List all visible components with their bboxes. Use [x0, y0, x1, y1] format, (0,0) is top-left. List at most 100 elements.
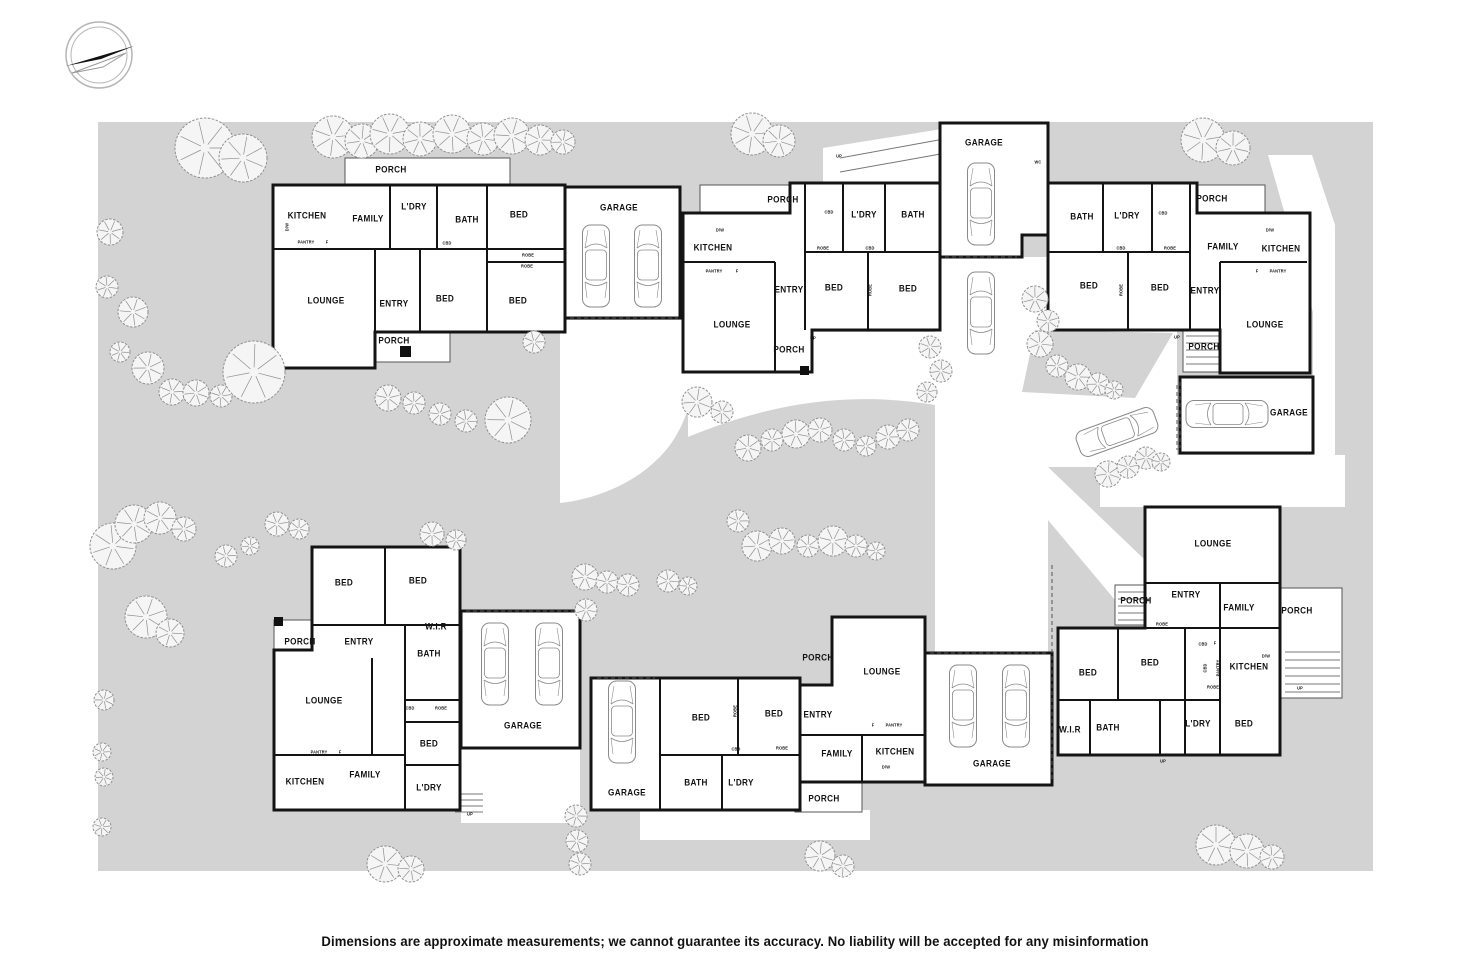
tree-icon	[918, 335, 942, 359]
tree-icon	[222, 340, 286, 404]
tree-icon	[218, 133, 268, 183]
tree-icon	[571, 563, 599, 591]
tree-icon	[182, 379, 210, 407]
tree-icon	[681, 386, 713, 418]
tree-icon	[1064, 363, 1092, 391]
tree-icon	[875, 424, 901, 450]
tree-icon	[92, 817, 112, 837]
tree-icon	[158, 378, 186, 406]
tree-icon	[844, 534, 868, 558]
disclaimer-text: Dimensions are approximate measurements;…	[321, 934, 1149, 949]
tree-icon	[710, 400, 734, 424]
tree-icon	[366, 845, 404, 883]
tree-icon	[1259, 844, 1285, 870]
tree-icon	[1104, 380, 1124, 400]
car-icon	[967, 162, 995, 246]
tree-icon	[209, 384, 233, 408]
tree-icon	[311, 115, 355, 159]
tree-icon	[568, 852, 592, 876]
tree-icon	[171, 516, 197, 542]
interior-walls	[273, 183, 1307, 810]
tree-icon	[916, 381, 938, 403]
car-icon	[634, 224, 662, 308]
tree-icon	[397, 855, 425, 883]
tree-icon	[741, 530, 773, 562]
tree-icon	[807, 417, 833, 443]
tree-icon	[109, 341, 131, 363]
north-compass-icon	[65, 21, 134, 89]
tree-icon	[574, 598, 598, 622]
tree-icon	[240, 536, 260, 556]
tree-icon	[1151, 452, 1171, 472]
tree-icon	[796, 534, 820, 558]
car-icon	[535, 622, 563, 706]
tree-icon	[929, 359, 953, 383]
tree-icon	[730, 112, 774, 156]
tree-icon	[866, 541, 886, 561]
tree-icon	[131, 351, 165, 385]
cars-layer	[481, 162, 1269, 764]
tree-icon	[1021, 285, 1049, 313]
car-icon	[481, 622, 509, 706]
tree-icon	[896, 418, 920, 442]
tree-icon	[831, 854, 855, 878]
tree-icon	[564, 804, 588, 828]
tree-icon	[656, 569, 680, 593]
tree-icon	[288, 518, 310, 540]
tree-icon	[264, 511, 290, 537]
tree-icon	[550, 129, 576, 155]
tree-icon	[768, 527, 796, 555]
tree-icon	[522, 330, 546, 354]
tree-icon	[484, 396, 532, 444]
tree-icon	[95, 275, 119, 299]
tree-icon	[760, 428, 784, 452]
car-icon	[967, 271, 995, 355]
tree-icon	[1036, 309, 1060, 333]
tree-icon	[1215, 130, 1251, 166]
car-icon	[608, 680, 636, 764]
dashed-lines	[466, 256, 1181, 780]
tree-icon	[117, 296, 149, 328]
tree-icon	[374, 384, 402, 412]
tree-icon	[428, 402, 452, 426]
tree-icon	[124, 595, 168, 639]
car-icon	[1002, 664, 1030, 748]
tree-icon	[595, 570, 619, 594]
tree-icon	[445, 529, 467, 551]
tree-icon	[94, 767, 114, 787]
tree-icon	[781, 419, 811, 449]
tree-icon	[1229, 833, 1265, 869]
tree-icon	[402, 121, 438, 157]
car-icon	[582, 224, 610, 308]
tree-icon	[454, 409, 478, 433]
tree-icon	[92, 742, 112, 762]
tree-icon	[762, 124, 796, 158]
tree-icon	[726, 509, 750, 533]
post-markers	[274, 346, 809, 626]
tree-icon	[143, 501, 177, 535]
tree-icon	[402, 391, 426, 415]
tree-icon	[1026, 330, 1054, 358]
trees-layer	[89, 112, 1285, 883]
tree-icon	[419, 521, 445, 547]
tree-icon	[817, 525, 849, 557]
car-icon	[1075, 407, 1159, 457]
tree-icon	[524, 124, 556, 156]
car-icon	[949, 664, 977, 748]
tree-icon	[1045, 354, 1069, 378]
tree-icon	[855, 435, 877, 457]
tree-icon	[832, 428, 856, 452]
tree-icon	[565, 829, 589, 853]
tree-icon	[804, 840, 836, 872]
tree-icon	[678, 576, 698, 596]
tree-icon	[155, 618, 185, 648]
tree-icon	[1195, 824, 1237, 866]
tree-icon	[96, 218, 124, 246]
tree-icon	[214, 544, 238, 568]
tree-icon	[734, 434, 762, 462]
tree-icon	[432, 114, 472, 154]
tree-icon	[493, 117, 531, 155]
car-icon	[1185, 400, 1269, 428]
